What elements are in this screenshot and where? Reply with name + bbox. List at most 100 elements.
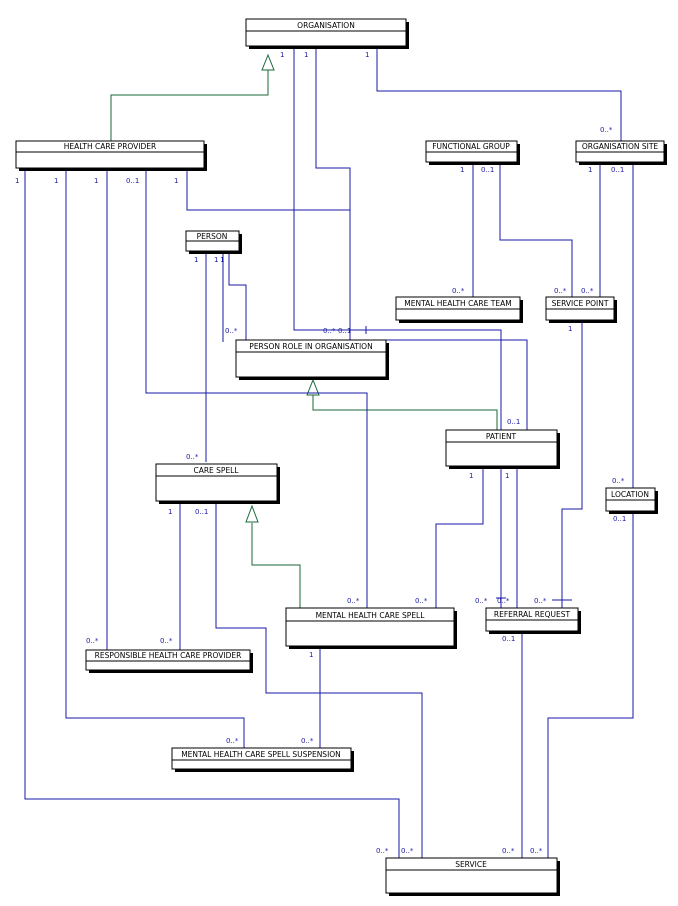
mult-label: 1	[15, 177, 19, 185]
mult-label: 0..*	[226, 737, 239, 745]
class-patient: PATIENT	[445, 429, 560, 469]
class-location: LOCATION	[605, 487, 658, 514]
box-element	[85, 649, 251, 671]
mult-label: 1	[469, 472, 473, 480]
mult-label: 0..1	[507, 418, 520, 426]
mult-label: 0..*	[554, 287, 567, 295]
assoc-location-service	[547, 512, 634, 858]
mult-label: 0..*	[186, 453, 199, 461]
mult-label: 0..*	[600, 126, 613, 134]
mult-label: 1	[94, 177, 98, 185]
assoc-servicepoint-referral	[561, 322, 583, 608]
mult-label: 0..*	[530, 847, 543, 855]
text-element: PERSON	[197, 232, 228, 241]
mult-label: 1	[280, 51, 284, 59]
multiplicity-labels: 1 1 1 0..* 1 1 1 0..1 1 1 0..1 1 0..1 1 …	[15, 51, 626, 855]
mult-label: 1	[220, 256, 224, 264]
mult-label: 0..*	[301, 737, 314, 745]
mult-label: 0..*	[581, 287, 594, 295]
text-element: MENTAL HEALTH CARE SPELL	[316, 611, 426, 620]
class-mental-health-care-team: MENTAL HEALTH CARE TEAM	[395, 296, 523, 323]
mult-label: 0..*	[401, 847, 414, 855]
assoc-hcp-susp	[65, 170, 245, 748]
gen-arrow-role	[306, 378, 320, 396]
mult-label: 0..*	[225, 327, 238, 335]
class-referral-request: REFERRAL REQUEST	[485, 607, 581, 634]
association-lines	[24, 47, 634, 858]
mult-label: 0..*	[86, 637, 99, 645]
class-service: SERVICE	[385, 857, 560, 896]
class-mental-health-care-spell: MENTAL HEALTH CARE SPELL	[285, 607, 457, 649]
class-functional-group: FUNCTIONAL GROUP	[425, 140, 520, 165]
mult-label: 1	[304, 51, 308, 59]
mult-label: 0..*	[347, 597, 360, 605]
mult-label: 1	[214, 256, 218, 264]
assoc-carespell-service	[215, 503, 423, 858]
text-element: RESPONSIBLE HEALTH CARE PROVIDER	[95, 651, 242, 660]
mult-label: 1	[588, 166, 592, 174]
class-responsible-health-care-provider: RESPONSIBLE HEALTH CARE PROVIDER	[85, 649, 253, 673]
text-element: HEALTH CARE PROVIDER	[64, 142, 157, 151]
box-element	[15, 140, 205, 169]
mult-label: 0..*	[497, 597, 510, 605]
assoc-org-role-b	[315, 47, 351, 340]
text-element: CARE SPELL	[193, 466, 239, 475]
mult-label: 1	[460, 166, 464, 174]
gen-patient-to-role	[312, 395, 498, 430]
assoc-hcp-role	[186, 170, 350, 211]
box-element	[245, 18, 407, 47]
mult-label: 0..*	[323, 327, 336, 335]
class-person: PERSON	[185, 230, 242, 254]
text-element: ORGANISATION SITE	[582, 142, 659, 151]
text-element: LOCATION	[611, 490, 649, 499]
mult-label: 0..*	[612, 477, 625, 485]
mult-label: 0..1	[481, 166, 494, 174]
text-element: SERVICE POINT	[552, 299, 609, 308]
box-element	[445, 429, 558, 467]
box-element	[285, 607, 455, 647]
text-element: PERSON ROLE IN ORGANISATION	[249, 342, 372, 351]
mult-label: 1	[309, 651, 313, 659]
assoc-org-orgsite	[376, 47, 622, 141]
text-element: MENTAL HEALTH CARE SPELL SUSPENSION	[181, 750, 341, 759]
assoc-org-role-a	[293, 47, 372, 331]
mult-label: 0..1	[611, 166, 624, 174]
mult-label: 1	[505, 472, 509, 480]
mult-label: 0..1	[126, 177, 139, 185]
mult-label: 1	[168, 508, 172, 516]
class-mental-health-care-spell-suspension: MENTAL HEALTH CARE SPELL SUSPENSION	[171, 747, 354, 772]
gen-mhcs-to-carespell	[251, 523, 301, 608]
mult-label: 1	[365, 51, 369, 59]
mult-label: 0..*	[502, 847, 515, 855]
assoc-hcp-service	[24, 170, 400, 858]
mult-label: 0..*	[475, 597, 488, 605]
mult-label: 0..1	[613, 515, 626, 523]
text-element: MENTAL HEALTH CARE TEAM	[404, 299, 511, 308]
class-health-care-provider: HEALTH CARE PROVIDER	[15, 140, 207, 171]
box-element	[155, 463, 278, 502]
class-organisation: ORGANISATION	[245, 18, 409, 49]
box-element	[385, 857, 558, 894]
assoc-fg-servicepoint	[499, 164, 573, 297]
mult-label: 1	[54, 177, 58, 185]
mult-label: 0..1	[338, 327, 351, 335]
mult-label: 0..*	[160, 637, 173, 645]
mult-label: 0..*	[376, 847, 389, 855]
text-element: FUNCTIONAL GROUP	[432, 142, 510, 151]
mult-label: 0..1	[502, 635, 515, 643]
mult-label: 1	[568, 325, 572, 333]
gen-hcp-to-organisation	[110, 70, 269, 141]
mult-label: 0..*	[452, 287, 465, 295]
text-element: ORGANISATION	[297, 21, 355, 30]
assoc-hcp-mhcs	[145, 170, 368, 608]
class-organisation-site: ORGANISATION SITE	[575, 140, 667, 165]
assoc-role-referral	[372, 329, 502, 608]
mult-label: 1	[194, 256, 198, 264]
box-element	[235, 339, 387, 378]
mult-label: 0..*	[415, 597, 428, 605]
text-element: REFERRAL REQUEST	[494, 610, 571, 619]
mult-label: 0..1	[195, 508, 208, 516]
generalization-lines	[110, 53, 498, 608]
gen-arrow-organisation	[261, 53, 275, 71]
